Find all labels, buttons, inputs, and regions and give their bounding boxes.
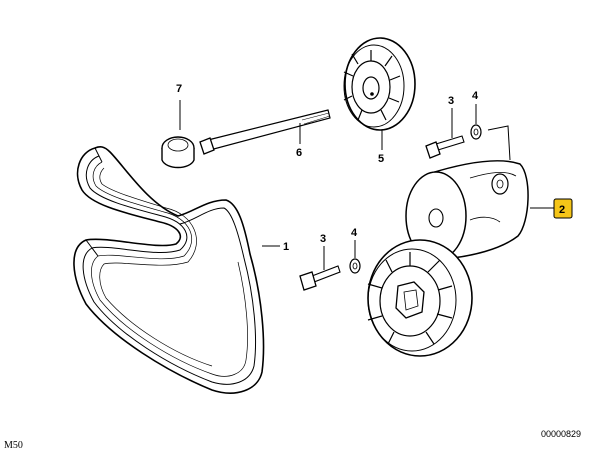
- long-bolt: [199, 109, 331, 155]
- long-bolt-callout: 6: [296, 147, 302, 159]
- cap-callout: 7: [176, 83, 182, 95]
- tensioner-callout: 2: [559, 204, 565, 216]
- bolt-upper-callout: 3: [448, 95, 454, 107]
- idler-pulley: [343, 37, 416, 131]
- bolt-upper: [425, 135, 465, 159]
- pulley-cap: [161, 136, 195, 169]
- bolt-lower: [299, 265, 341, 291]
- belt-callout: 1: [283, 241, 289, 253]
- washer-upper: [470, 124, 482, 140]
- tensioner-callout-highlight: [553, 198, 573, 219]
- model-label: M50: [4, 440, 23, 451]
- poly-v-belt: [73, 146, 265, 394]
- tensioner-pulley: [367, 239, 473, 357]
- washer-upper-callout: 4: [472, 90, 479, 102]
- bolt-lower-callout: 3: [320, 233, 326, 245]
- drawing-number: 00000829: [541, 429, 582, 439]
- belt-tensioner: [405, 125, 529, 261]
- washer-lower-callout: 4: [351, 227, 358, 239]
- washer-lower: [349, 258, 361, 274]
- idler-pulley-callout: 5: [378, 153, 384, 165]
